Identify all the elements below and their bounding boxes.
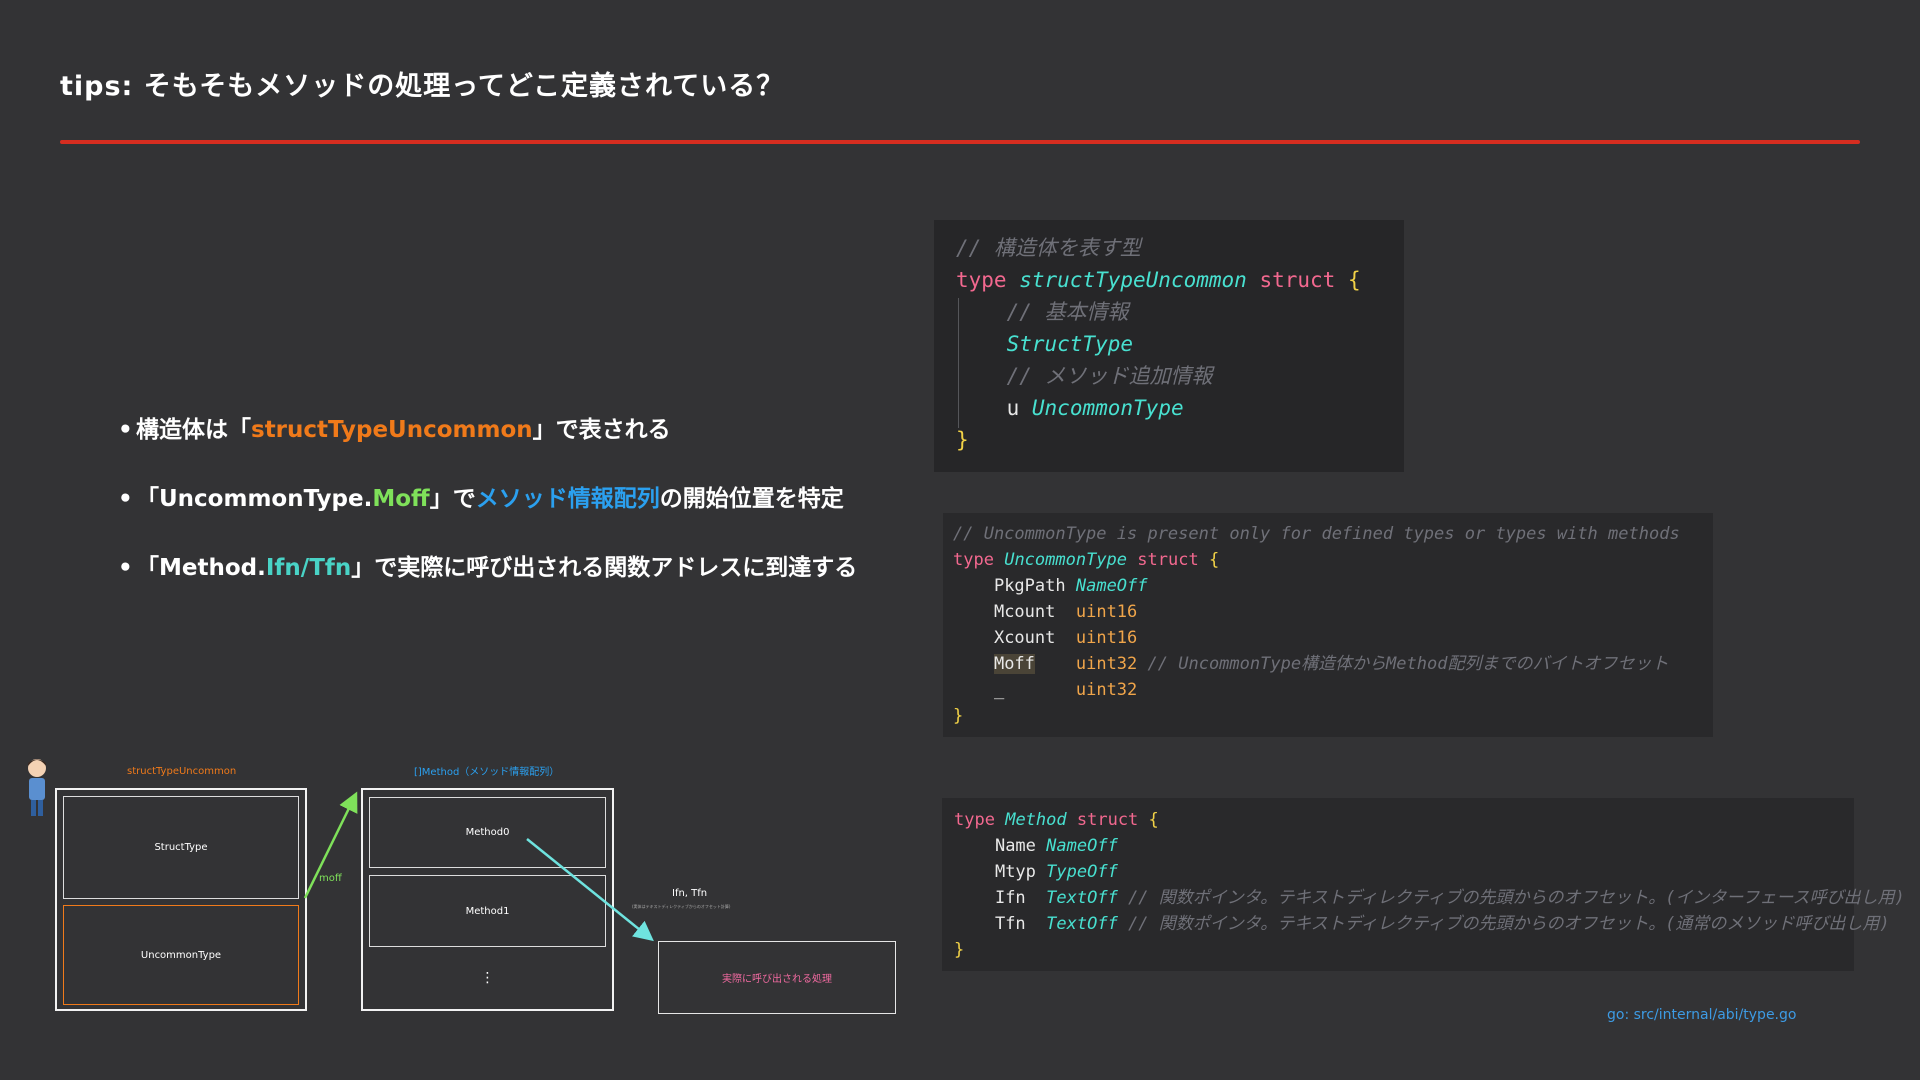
highlight-struct-type-uncommon: structTypeUncommon	[251, 417, 533, 443]
method-array-label: []Method（メソッド情報配列）	[414, 767, 560, 778]
code-block-struct-type-uncommon: // 構造体を表す型 type structTypeUncommon struc…	[934, 220, 1404, 472]
moff-arrow	[303, 791, 358, 899]
bullet-item-3: •「Method.Ifn/Tfn」で実際に呼び出される関数アドレスに到達する	[118, 555, 858, 581]
moff-label: moff	[319, 873, 342, 884]
ifn-tfn-arrow	[526, 838, 654, 942]
bullet-item-1: •構造体は「structTypeUncommon」で表される	[118, 417, 671, 443]
uncommon-type-cell: UncommonType	[63, 905, 299, 1005]
ifn-tfn-label: Ifn, Tfn	[672, 888, 708, 899]
indent-guide	[958, 298, 959, 428]
method1-cell: Method1	[369, 875, 606, 947]
slide-title: tips: そもそもメソッドの処理ってどこ定義されている？	[60, 71, 785, 102]
method-array-box: Method0 Method1 ⋮	[361, 788, 614, 1011]
target-function-box: 実際に呼び出される処理	[658, 941, 896, 1014]
bullet-item-2: •「UncommonType.Moff」でメソッド情報配列の開始位置を特定	[118, 486, 844, 512]
struct-type-uncommon-box: StructType UncommonType	[55, 788, 307, 1011]
moff-field-highlight: Moff	[993, 654, 1035, 674]
code-block-method: type Method struct { Name NameOff Mtyp T…	[942, 798, 1905, 971]
highlight-ifn-tfn: Ifn/Tfn	[265, 555, 352, 581]
code-block-uncommon-type: // UncommonType is present only for defi…	[943, 513, 1713, 737]
method0-cell: Method0	[369, 797, 606, 868]
struct-type-cell: StructType	[63, 796, 299, 899]
struct-type-uncommon-label: structTypeUncommon	[127, 766, 237, 777]
title-underline	[60, 140, 1860, 144]
ellipsis: ⋮	[480, 969, 495, 986]
ifn-tfn-note: (実体はテキストディレクティブからのオフセット計算)	[632, 904, 731, 909]
highlight-method-array: メソッド情報配列	[475, 486, 660, 512]
source-path: go: src/internal/abi/type.go	[1607, 1007, 1797, 1023]
person-icon	[22, 756, 52, 818]
highlight-moff: Moff	[372, 486, 430, 512]
